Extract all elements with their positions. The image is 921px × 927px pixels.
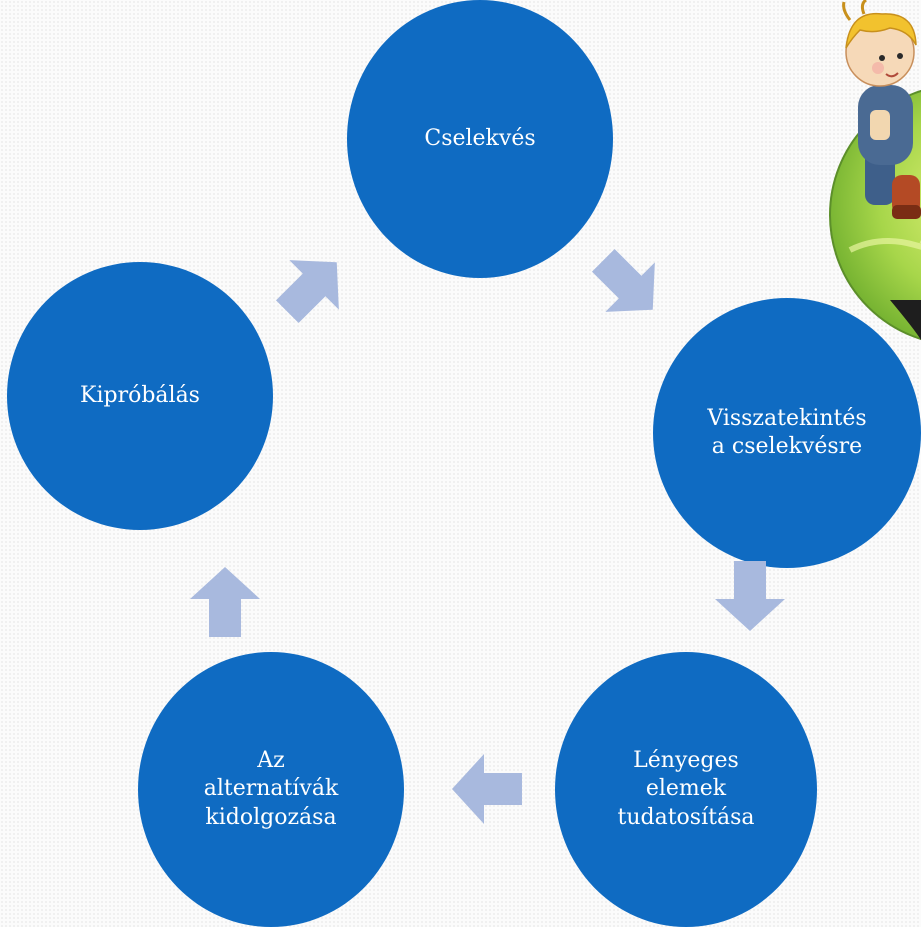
cycle-node-alternativak: Az alternatívák kidolgozása	[138, 652, 404, 927]
cycle-arrow-icon	[275, 260, 339, 324]
cycle-node-cselekves: Cselekvés	[347, 0, 613, 278]
child-on-globe-illustration-icon	[829, 0, 921, 340]
cycle-node-kiprobalas: Kipróbálás	[7, 262, 273, 530]
cycle-arrow-icon	[591, 248, 655, 312]
cycle-node-visszatekintes: Visszatekintés a cselekvésre	[653, 298, 921, 568]
cycle-arrow-icon	[190, 567, 260, 637]
cycle-node-lenyeges-elemek: Lényeges elemek tudatosítása	[555, 652, 817, 927]
cycle-arrow-icon	[715, 561, 785, 631]
cycle-arrow-icon	[452, 754, 522, 824]
